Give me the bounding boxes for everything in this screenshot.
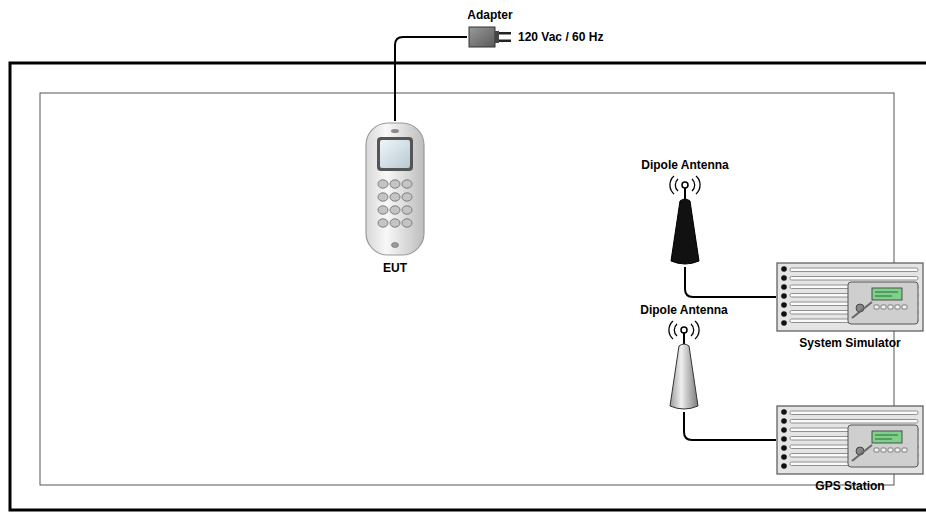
node-label: Dipole Antenna [640,303,728,318]
mains-rating: 120 Vac / 60 Hz [518,30,603,45]
node-label: Adapter [467,8,512,23]
cable [685,267,776,297]
eut-node: EUT [364,121,426,276]
antenna-node: Dipole Antenna [641,158,729,267]
antenna-node: Dipole Antenna [640,303,728,412]
gps-station-node: GPS Station [776,405,924,494]
node-label: GPS Station [815,479,884,494]
adapter-node: Adapter [467,8,513,49]
chamber-outer-wall [10,63,926,510]
power-adapter [467,25,513,49]
dipole-antenna-icon [664,320,704,412]
cable [684,412,776,440]
rack-instrument [776,405,924,475]
node-label: Dipole Antenna [641,158,729,173]
simulator-node: System Simulator [776,262,924,351]
node-label: EUT [383,261,407,276]
chamber-inner-wall [40,93,894,485]
rack-instrument [776,262,924,332]
handset-illustration [364,121,426,257]
node-label: System Simulator [799,336,900,351]
cable [395,37,467,121]
dipole-antenna-icon [665,175,705,267]
